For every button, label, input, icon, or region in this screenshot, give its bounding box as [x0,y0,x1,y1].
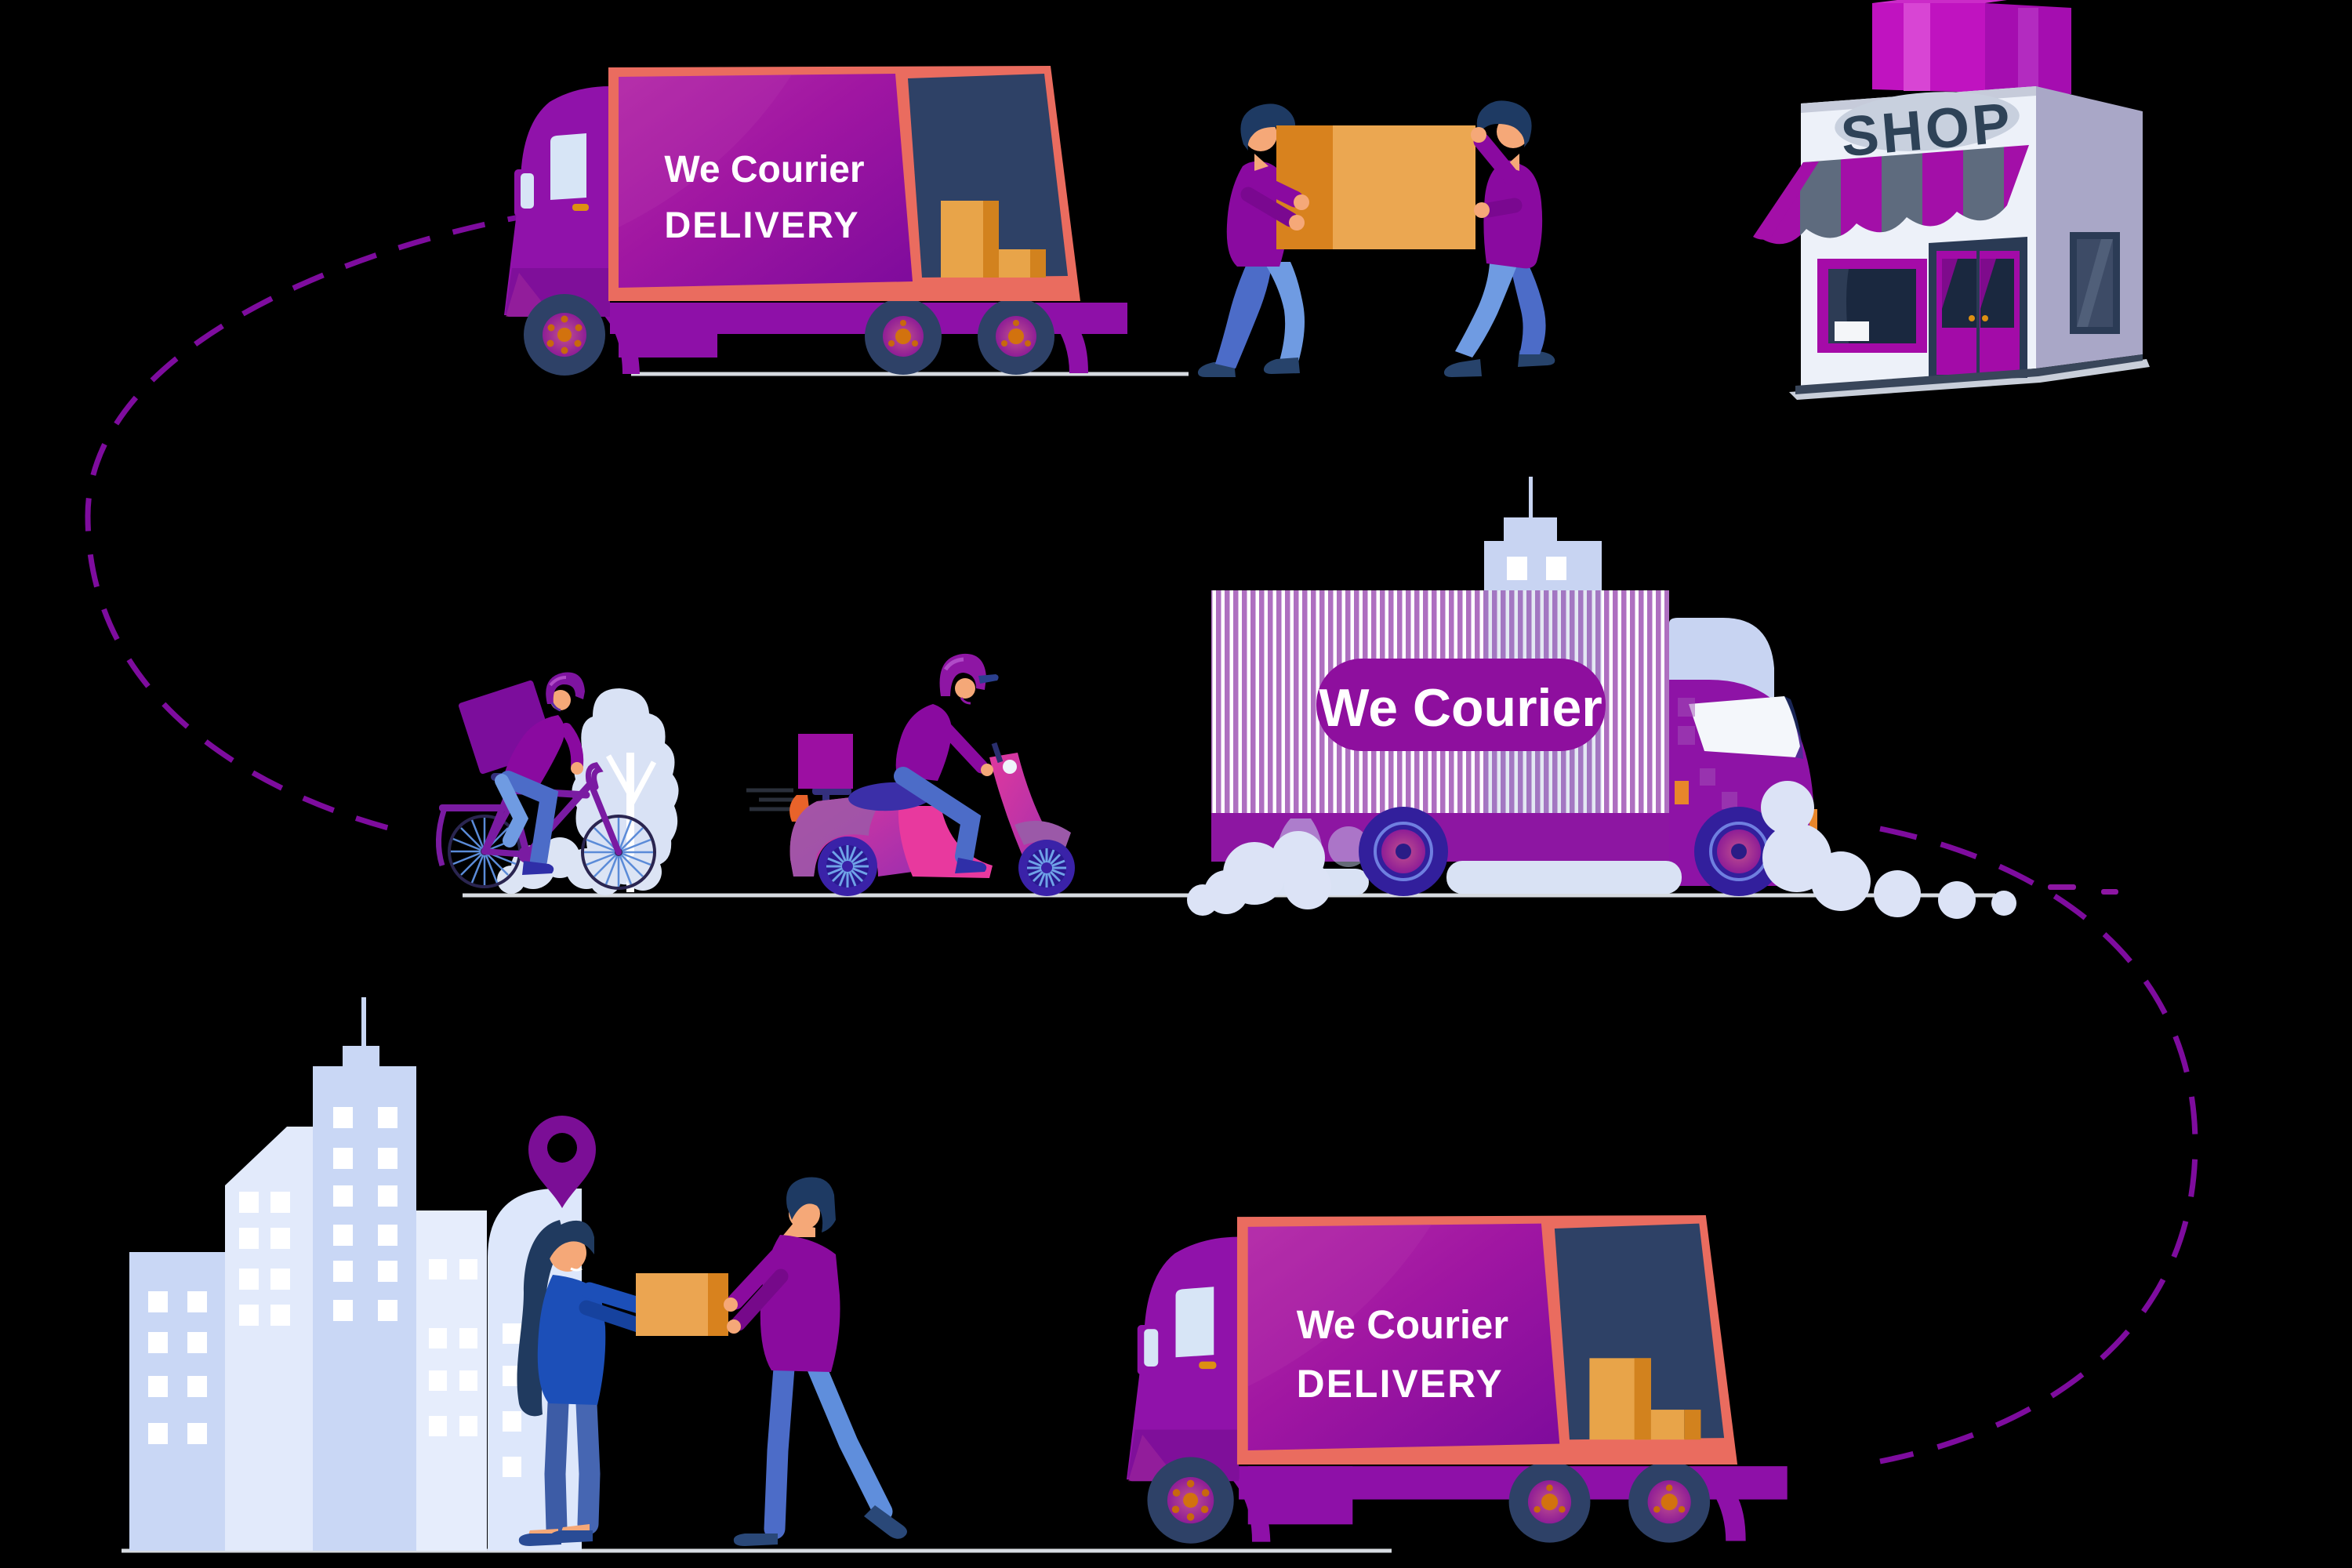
svg-text:We Courier: We Courier [1319,678,1602,738]
